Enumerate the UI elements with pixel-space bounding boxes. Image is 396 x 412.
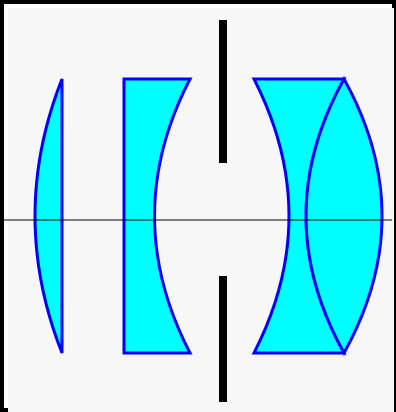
lens-element-4	[304, 75, 384, 357]
aperture-stop-upper	[219, 20, 227, 163]
aperture-stop-lower	[219, 276, 227, 402]
lens-element-1	[33, 78, 64, 354]
lens-element-2	[122, 77, 193, 355]
